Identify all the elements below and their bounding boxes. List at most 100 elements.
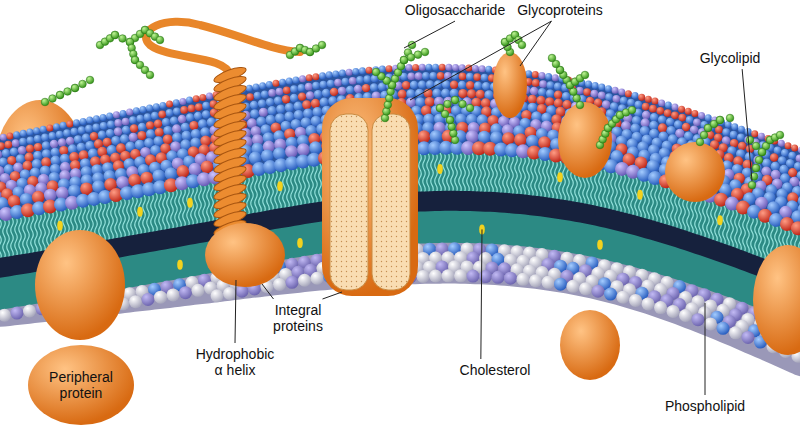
phospholipid-head [472,65,479,72]
phospholipid-head [259,82,266,89]
fatty-acid-tail [703,199,706,239]
phospholipid-head [579,282,592,295]
fatty-acid-tail [603,170,606,210]
phospholipid-head [567,280,580,293]
part-label: Hydrophobic α helix [191,346,279,378]
phospholipid-head [66,121,73,128]
sugar-unit [459,100,467,108]
sugar-unit [752,164,760,172]
sugar-unit [384,101,392,109]
phospholipid-head [18,146,26,154]
phospholipid-head [339,70,346,77]
fatty-acid-tail [455,153,458,193]
fatty-acid-tail [43,213,46,253]
fatty-acid-tail [259,174,262,214]
fatty-acid-tail [619,173,622,213]
phospholipid-head [250,101,258,109]
fatty-acid-tail [103,202,106,242]
phospholipid-head [778,156,786,164]
phospholipid-head [417,270,430,283]
phospholipid-head [120,134,129,143]
phospholipid-head [190,137,201,148]
fatty-acid-tail [11,218,14,258]
phospholipid-head [479,270,492,283]
phospholipid-head [656,107,664,115]
phospholipid-head [202,110,210,118]
phospholipid-head [177,165,190,178]
fatty-acid-tail [535,158,538,198]
sugar-unit [381,114,389,122]
phospholipid-head [285,103,294,112]
phospholipid-head [620,97,628,105]
phospholipid-head [311,272,324,285]
sugar-unit [318,41,326,49]
phospholipid-head [738,126,745,133]
fatty-acid-tail [631,176,634,216]
phospholipid-head [762,159,771,168]
phospholipid-head [352,68,359,75]
fatty-acid-tail [3,219,6,259]
leader-line [323,292,343,299]
phospholipid-head [554,278,567,291]
phospholipid-head [34,135,42,143]
phospholipid-head [302,100,311,109]
phospholipid-head [106,113,113,120]
phospholipid-head [129,116,137,124]
leader-line [410,21,551,100]
fatty-acid-tail [523,156,526,196]
phospholipid-head [442,269,455,282]
phospholipid-head [42,141,50,149]
phospholipid-head [685,108,692,115]
phospholipid-head [170,116,178,124]
fatty-acid-tail [459,153,462,193]
phospholipid-head [155,128,164,137]
phospholipid-head [466,81,474,89]
phospholipid-head [418,130,431,143]
sugar-unit [385,94,393,102]
phospholipid-head [298,92,306,100]
fatty-acid-tail [543,159,546,199]
leader-line [481,229,482,359]
phospholipid-head [467,270,480,283]
phospholipid-head [798,195,800,206]
fatty-acid-tail [167,191,170,231]
phospholipid-head [738,142,746,150]
fatty-acid-tail [747,214,750,254]
phospholipid-head [7,156,16,165]
phospholipid-head [514,133,527,146]
phospholipid-head [162,118,170,126]
sugar-unit [119,35,127,43]
phospholipid-head [163,126,172,135]
fatty-acid-tail [623,174,626,214]
fatty-acid-tail [151,194,154,234]
phospholipid-head [254,92,262,100]
phospholipid-head [562,100,571,109]
sugar-unit [752,164,760,172]
peripheral-protein: Peripheral protein [28,345,134,425]
phospholipid-head [412,64,419,71]
phospholipid-head [459,72,467,80]
phospholipid-head [532,71,539,78]
phospholipid-head [705,114,712,121]
phospholipid-head [671,111,679,119]
phospholipid-head [138,123,146,131]
phospholipid-head [546,89,554,97]
phospholipid-head [53,123,60,130]
fatty-acid-tail [599,169,602,209]
protein-blob [35,230,125,340]
fatty-acid-tail [555,161,558,201]
fatty-acid-tail [251,175,254,215]
phospholipid-head [146,105,153,112]
phospholipid-head [139,106,146,113]
sugar-unit [64,88,72,96]
fatty-acid-tail [119,199,122,239]
phospholipid-head [467,89,476,98]
fatty-acid-tail [207,184,210,224]
sugar-unit [436,104,444,112]
phospholipid-head [282,95,290,103]
protein-blob [205,223,285,287]
phospholipid-head [268,89,276,97]
fatty-acid-tail [499,154,502,194]
phospholipid-head [286,78,293,85]
phospholipid-head [40,126,47,133]
